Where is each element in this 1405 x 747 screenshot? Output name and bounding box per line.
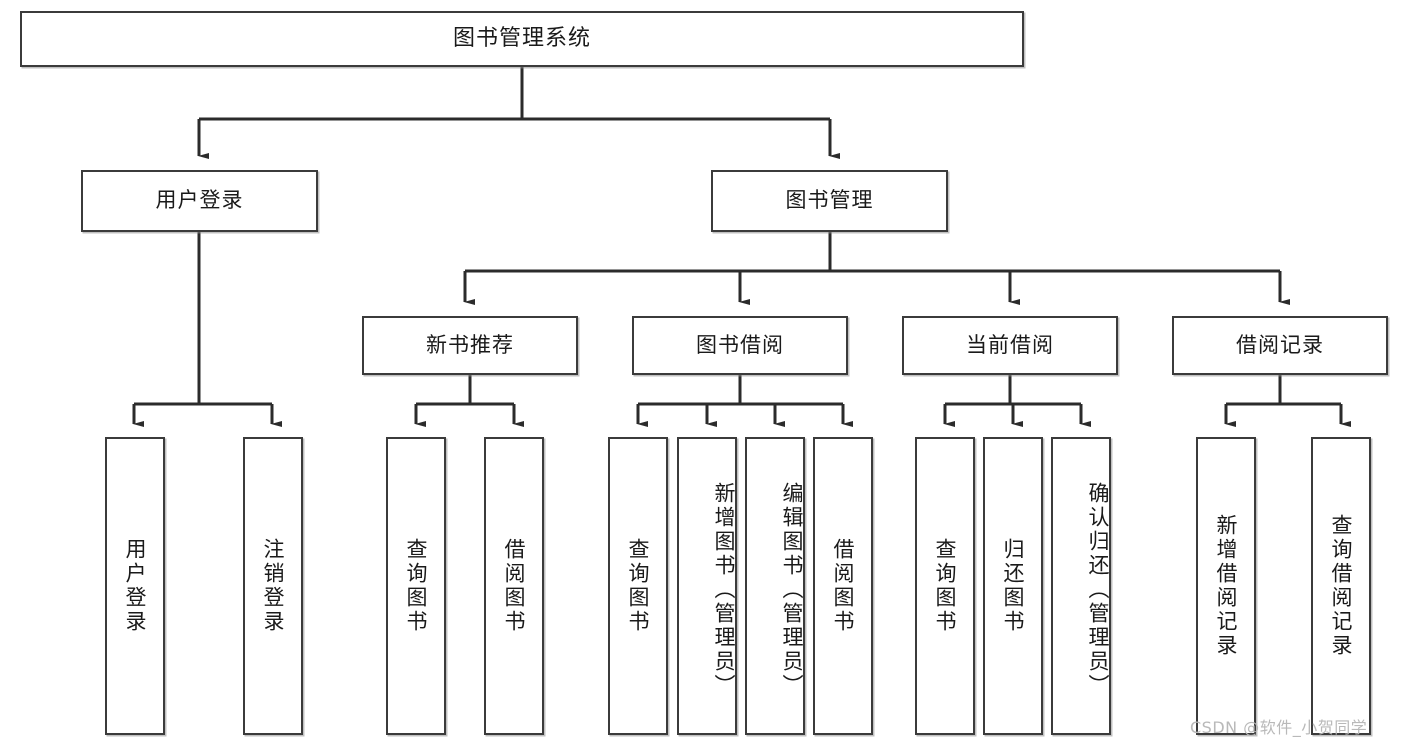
node-label: 确认归还（管理员） xyxy=(1086,482,1110,698)
node-book-manage[interactable]: 图书管理 xyxy=(711,170,948,232)
node-leaf-borrow-book-2[interactable]: 借阅图书 xyxy=(813,437,873,735)
node-new-book-recommend[interactable]: 新书推荐 xyxy=(362,316,578,375)
node-label: 查询借阅记录 xyxy=(1329,514,1354,658)
node-label: 图书管理 xyxy=(785,188,874,213)
node-leaf-query-book-3[interactable]: 查询图书 xyxy=(915,437,975,735)
node-borrow-record[interactable]: 借阅记录 xyxy=(1172,316,1388,375)
node-label: 新书推荐 xyxy=(426,332,514,357)
node-label: 当前借阅 xyxy=(966,332,1054,357)
node-current-borrow[interactable]: 当前借阅 xyxy=(902,316,1118,375)
node-user-login[interactable]: 用户登录 xyxy=(81,170,318,232)
node-label: 归还图书 xyxy=(1001,538,1026,634)
node-leaf-user-login[interactable]: 用户登录 xyxy=(105,437,165,735)
node-label: 用户登录 xyxy=(123,538,148,634)
node-label: 借阅图书 xyxy=(502,538,527,634)
node-label: 图书借阅 xyxy=(696,332,784,357)
node-leaf-add-book[interactable]: 新增图书（管理员） xyxy=(677,437,737,735)
node-label: 借阅图书 xyxy=(831,538,856,634)
node-leaf-logout[interactable]: 注销登录 xyxy=(243,437,303,735)
node-leaf-query-book-2[interactable]: 查询图书 xyxy=(608,437,668,735)
node-leaf-add-borrow-record[interactable]: 新增借阅记录 xyxy=(1196,437,1256,735)
node-leaf-borrow-book-1[interactable]: 借阅图书 xyxy=(484,437,544,735)
node-root-book-management-system[interactable]: 图书管理系统 xyxy=(20,11,1024,67)
node-leaf-query-borrow-record[interactable]: 查询借阅记录 xyxy=(1311,437,1371,735)
node-label: 新增借阅记录 xyxy=(1214,514,1239,658)
node-leaf-confirm-return[interactable]: 确认归还（管理员） xyxy=(1051,437,1111,735)
csdn-watermark: CSDN @软件_小贺同学 xyxy=(1190,718,1368,737)
node-label: 编辑图书（管理员） xyxy=(780,482,804,698)
node-label: 查询图书 xyxy=(933,538,958,634)
node-label: 用户登录 xyxy=(155,188,244,213)
node-label: 新增图书（管理员） xyxy=(712,482,736,698)
node-label: 借阅记录 xyxy=(1236,332,1324,357)
node-book-borrow[interactable]: 图书借阅 xyxy=(632,316,848,375)
node-label: 图书管理系统 xyxy=(452,25,591,51)
node-label: 查询图书 xyxy=(404,538,429,634)
node-leaf-return-book[interactable]: 归还图书 xyxy=(983,437,1043,735)
node-label: 注销登录 xyxy=(261,538,286,634)
node-leaf-query-book-1[interactable]: 查询图书 xyxy=(386,437,446,735)
node-leaf-edit-book[interactable]: 编辑图书（管理员） xyxy=(745,437,805,735)
node-label: 查询图书 xyxy=(626,538,651,634)
